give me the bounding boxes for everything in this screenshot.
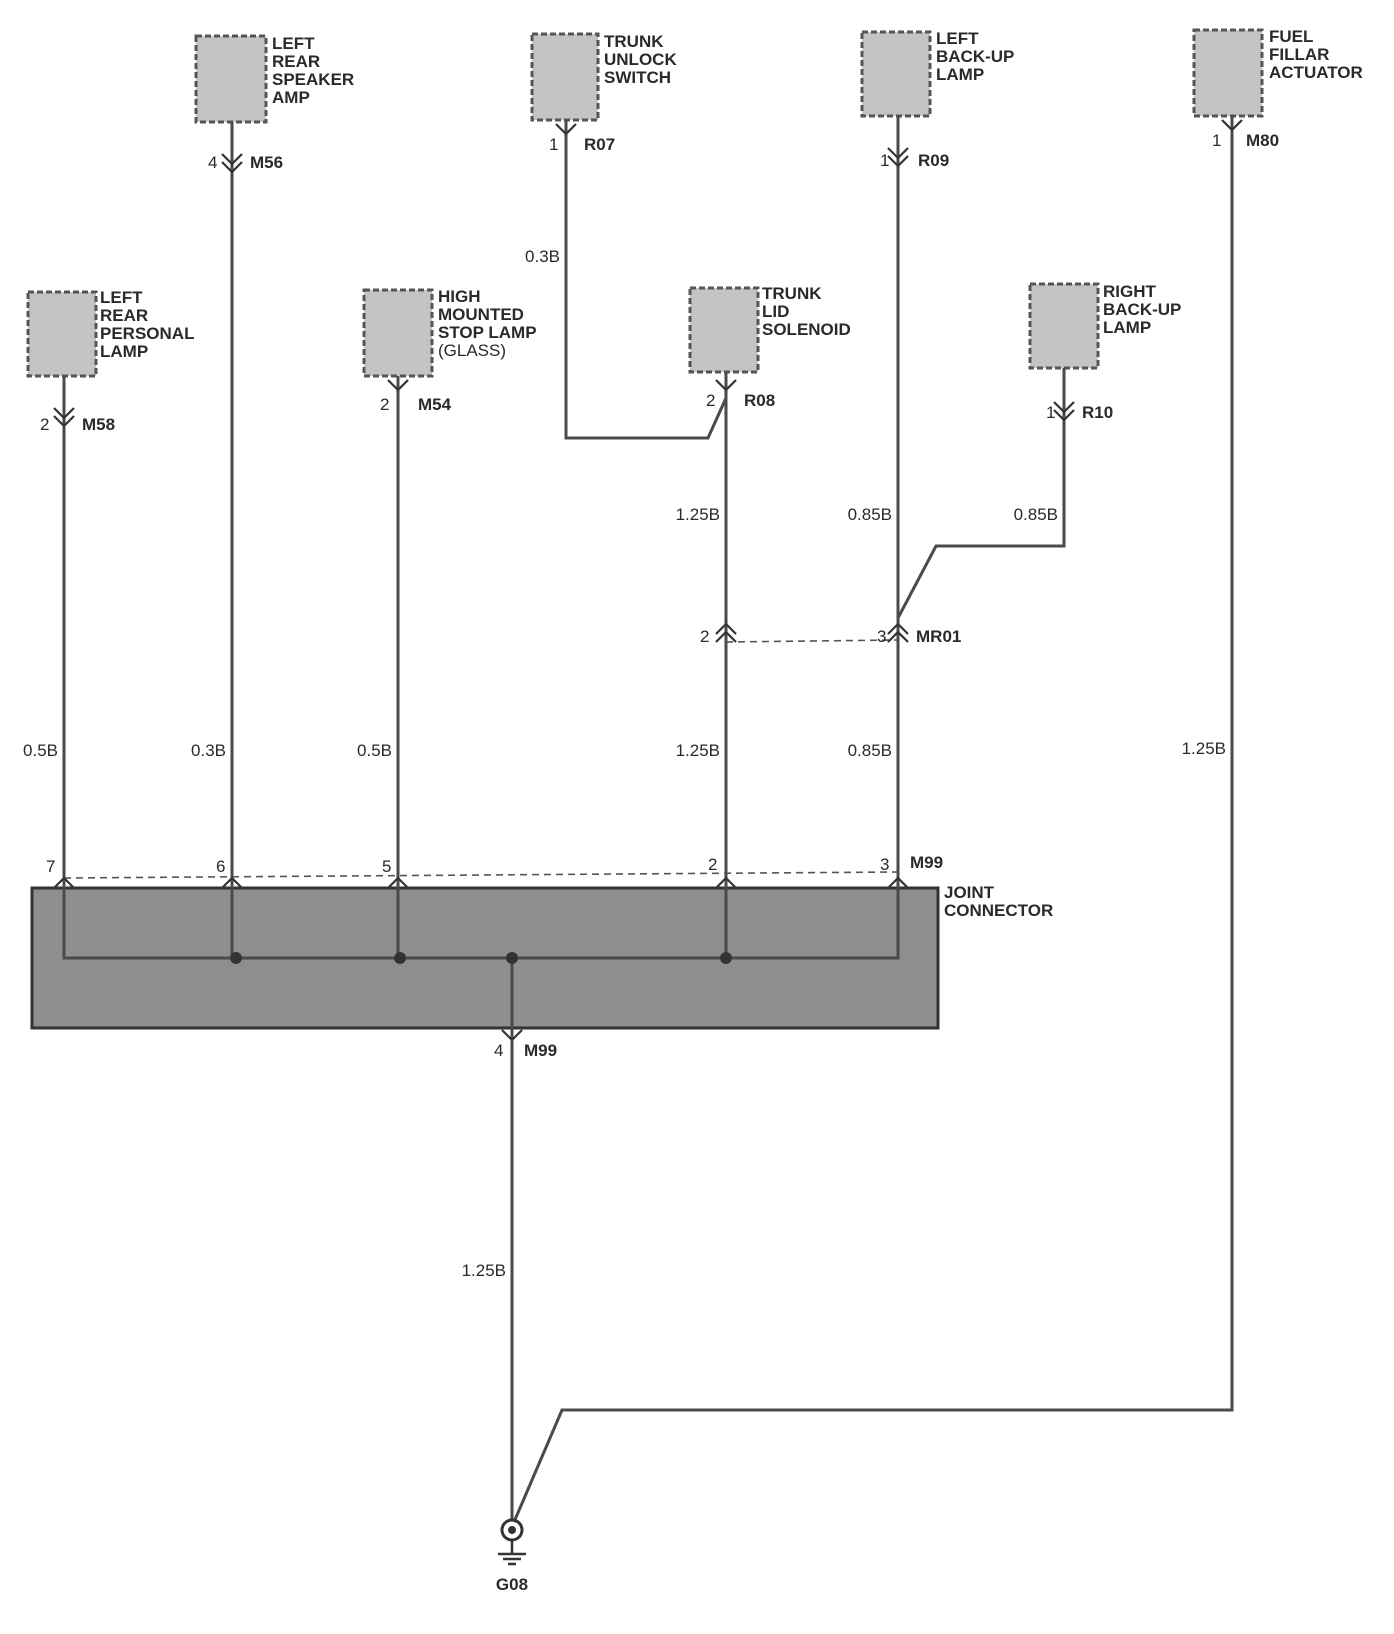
fuel-fillar-actuator-label: FUEL FILLAR ACTUATOR [1269, 27, 1363, 82]
trunk-unlock-switch-box [530, 32, 600, 122]
m99-housing-outline [63, 871, 899, 879]
connector-m54: M54 [418, 395, 452, 414]
connector-symbol [53, 119, 1243, 1042]
connector-r08: R08 [744, 391, 775, 410]
high-mounted-stop-lamp-note: (GLASS) [438, 341, 506, 360]
pin-m99-2: 2 [708, 855, 717, 874]
connector-mr01: MR01 [916, 627, 961, 646]
wire-label-m54: 0.5B [357, 741, 392, 760]
fuel-fillar-actuator-box [1192, 28, 1264, 118]
connector-r07: R07 [584, 135, 615, 154]
pin-m99-4: 4 [494, 1041, 503, 1060]
left-rear-speaker-amp-label: LEFT REAR SPEAKER AMP [272, 34, 359, 107]
wire-label-r09-upper: 0.85B [848, 505, 892, 524]
trunk-unlock-switch-label: TRUNK UNLOCK SWITCH [604, 32, 681, 87]
connector-r09: R09 [918, 151, 949, 170]
pin-m58: 2 [40, 415, 49, 434]
joint-connector-label: JOINT CONNECTOR [944, 883, 1053, 920]
left-back-up-lamp-label: LEFT BACK-UP LAMP [936, 29, 1019, 84]
wire-label-r08-upper: 1.25B [676, 505, 720, 524]
splice-dot [720, 952, 732, 964]
high-mounted-stop-lamp-box [362, 288, 434, 378]
wire-label-r07: 0.3B [525, 247, 560, 266]
wire-label-m56: 0.3B [191, 741, 226, 760]
pin-mr01-b: 3 [877, 627, 886, 646]
connector-m99-top: M99 [910, 853, 943, 872]
wire-r10 [896, 368, 1066, 619]
pin-r08: 2 [706, 391, 715, 410]
left-rear-personal-lamp-box [26, 290, 98, 378]
splice-dot [506, 952, 518, 964]
trunk-lid-solenoid-box [688, 286, 760, 374]
pin-m54: 2 [380, 395, 389, 414]
pin-m99-3: 3 [880, 855, 889, 874]
wire-label-r10: 0.85B [1014, 505, 1058, 524]
pin-r10: 1 [1046, 403, 1055, 422]
connector-r10: R10 [1082, 403, 1113, 422]
wire-label-m58: 0.5B [23, 741, 58, 760]
high-mounted-stop-lamp-label: HIGH MOUNTED STOP LAMP [438, 287, 537, 342]
pin-m99-6: 6 [216, 857, 225, 876]
wire-m80 [512, 116, 1234, 1523]
splice-dot [230, 952, 242, 964]
ground-label: G08 [496, 1575, 528, 1594]
connector-m58: M58 [82, 415, 115, 434]
pin-m80: 1 [1212, 131, 1221, 150]
left-back-up-lamp-box [860, 30, 932, 118]
ground-icon [498, 1518, 526, 1566]
connector-m80: M80 [1246, 131, 1279, 150]
left-rear-speaker-amp-box [194, 34, 268, 124]
pin-m99-7: 7 [46, 857, 55, 876]
mr01-housing-outline [725, 639, 899, 643]
wire-label-m80: 1.25B [1182, 739, 1226, 758]
trunk-lid-solenoid-label: TRUNK LID SOLENOID [762, 284, 851, 339]
pin-r09: 1 [880, 151, 889, 170]
connector-m56: M56 [250, 153, 283, 172]
pin-mr01-a: 2 [700, 627, 709, 646]
wire-label-r08-lower: 1.25B [676, 741, 720, 760]
left-rear-personal-lamp-label: LEFT REAR PERSONAL LAMP [100, 288, 199, 361]
wire-label-r09-lower: 0.85B [848, 741, 892, 760]
connector-m99-bottom: M99 [524, 1041, 557, 1060]
pin-m56: 4 [208, 153, 217, 172]
right-back-up-lamp-label: RIGHT BACK-UP LAMP [1103, 282, 1186, 337]
wire-r07 [564, 120, 728, 440]
joint-bus [62, 880, 900, 960]
pin-r07: 1 [549, 135, 558, 154]
right-back-up-lamp-box [1028, 282, 1100, 370]
pin-m99-5: 5 [382, 857, 391, 876]
splice-dot [394, 952, 406, 964]
wire-label-ground: 1.25B [462, 1261, 506, 1280]
